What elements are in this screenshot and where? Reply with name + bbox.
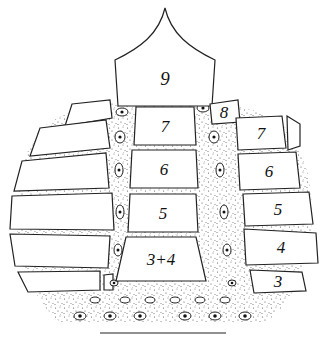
plate: 6 <box>238 152 300 190</box>
plate-number: 6 <box>265 163 274 180</box>
base-line <box>100 332 226 333</box>
plate-number: 3+4 <box>147 251 175 268</box>
pore-dots <box>78 106 247 317</box>
plate: 7 <box>134 107 196 145</box>
plate-number: 6 <box>160 161 169 178</box>
plate: 3+4 <box>116 237 206 281</box>
plate-number: 7 <box>257 125 266 142</box>
plate-number: 5 <box>274 201 283 218</box>
plate-number: 4 <box>277 239 286 256</box>
plate: 8 <box>208 100 240 124</box>
plate-number: 8 <box>220 104 229 121</box>
plate: 3 <box>250 270 306 293</box>
plate: 9 <box>115 8 215 106</box>
plate-number: 5 <box>159 205 168 222</box>
plate-number: 9 <box>160 69 170 88</box>
plate: 6 <box>130 150 198 188</box>
plate-outline <box>115 8 215 106</box>
plate-number: 3 <box>274 273 283 290</box>
pores <box>74 104 251 320</box>
plate: 4 <box>244 229 318 265</box>
plate: 5 <box>128 194 198 232</box>
plate-number: 7 <box>161 118 170 135</box>
plate: 7 <box>236 116 286 150</box>
plate: 5 <box>243 192 313 226</box>
